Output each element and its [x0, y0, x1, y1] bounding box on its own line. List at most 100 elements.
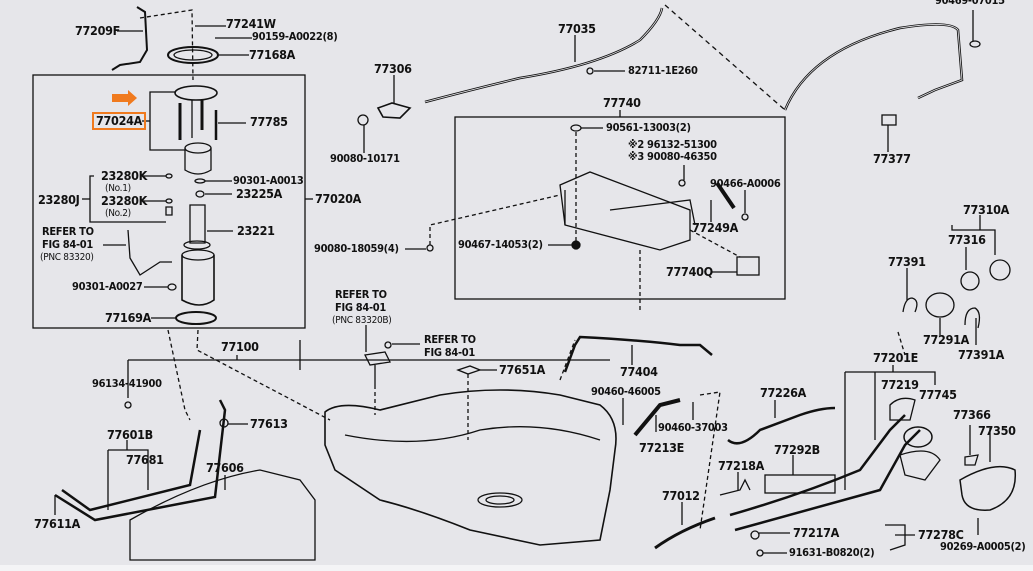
- part-77292B: [764, 474, 836, 494]
- part-96134: [124, 401, 132, 409]
- tube-upper-right-inner: [784, 24, 963, 111]
- part-label-82711-1E260[interactable]: 82711-1E260: [628, 64, 698, 77]
- part-label-77310A[interactable]: 77310A: [963, 202, 1010, 217]
- part-label-77377[interactable]: 77377: [873, 151, 911, 166]
- part-label-77306[interactable]: 77306: [374, 61, 412, 76]
- part-label-77291A[interactable]: 77291A: [923, 332, 970, 347]
- part-label-90561-13003[interactable]: 90561-13003(2): [606, 121, 691, 134]
- filter-body: [184, 148, 212, 175]
- part-77168A-inner: [173, 49, 213, 61]
- part-label-90301-A0013[interactable]: 90301-A0013: [233, 174, 304, 187]
- part-77350-door: [959, 465, 1017, 511]
- part-label-77020A[interactable]: 77020A: [315, 191, 362, 206]
- part-label-77785[interactable]: 77785: [250, 114, 288, 129]
- part-label-77681[interactable]: 77681: [126, 452, 164, 467]
- part-label-90080-10171[interactable]: 90080-10171: [330, 152, 400, 165]
- part-label-77740Q[interactable]: 77740Q: [666, 264, 713, 279]
- part-label-23280K-no2[interactable]: 23280K: [101, 193, 148, 208]
- part-label-90460-37003[interactable]: 90460-37003: [658, 421, 728, 434]
- part-label-90466-A0006[interactable]: 90466-A0006: [710, 177, 781, 190]
- part-label-91631-B0820[interactable]: 91631-B0820(2): [789, 546, 875, 559]
- part-23280J-valve: [165, 206, 173, 216]
- part-label-77613[interactable]: 77613: [250, 416, 288, 431]
- part-label-77201E[interactable]: 77201E: [873, 350, 919, 365]
- part-label-90469-cut[interactable]: 90469-07015: [935, 0, 1005, 7]
- refer-fig-label-2[interactable]: FIG 84-01: [335, 301, 386, 314]
- part-label-90080-46350[interactable]: ※3 90080-46350: [628, 150, 717, 163]
- part-label-23280K-no1[interactable]: 23280K: [101, 168, 148, 183]
- part-77226A: [727, 406, 836, 445]
- dashed-leader: [699, 391, 721, 531]
- part-label-77012[interactable]: 77012: [662, 488, 700, 503]
- part-label-77611A[interactable]: 77611A: [34, 516, 81, 531]
- dashed-leader: [196, 329, 331, 421]
- refer-fig-label-1[interactable]: FIG 84-01: [42, 238, 93, 251]
- part-23280K-2: [165, 198, 173, 204]
- part-label-77241W[interactable]: 77241W: [226, 16, 276, 31]
- part-label-90460-46005[interactable]: 90460-46005: [591, 385, 661, 398]
- bracket-77100: [128, 355, 610, 361]
- part-label-77606[interactable]: 77606: [206, 460, 244, 475]
- part-90080-46350: [678, 179, 686, 187]
- part-label-77035[interactable]: 77035: [558, 21, 596, 36]
- part-77310A-cap: [989, 259, 1011, 281]
- refer-fig-label-3[interactable]: FIG 84-01: [424, 346, 475, 359]
- part-label-96132-51300[interactable]: ※2 96132-51300: [628, 138, 717, 151]
- refer-to-label-3[interactable]: REFER TO: [424, 333, 476, 346]
- part-label-77226A[interactable]: 77226A: [760, 385, 807, 400]
- refer-pnc-label-2: (PNC 83320B): [332, 315, 392, 326]
- part-label-77316[interactable]: 77316: [948, 232, 986, 247]
- part-label-77745[interactable]: 77745: [919, 387, 957, 402]
- bottom-strip: [0, 565, 1033, 571]
- part-77606-shield: [129, 469, 316, 561]
- part-label-77651A[interactable]: 77651A: [499, 362, 546, 377]
- bracket-77310A: [951, 225, 996, 255]
- part-label-77169A[interactable]: 77169A: [105, 310, 152, 325]
- part-label-77292B[interactable]: 77292B: [774, 442, 820, 457]
- tube-upper-right: [783, 23, 964, 111]
- part-label-77366[interactable]: 77366: [953, 407, 991, 422]
- part-77168A: [167, 46, 219, 64]
- part-77218A: [719, 478, 751, 496]
- part-label-90080-18059[interactable]: 90080-18059(4): [314, 242, 399, 255]
- part-refer-84-01: [384, 341, 392, 349]
- part-label-77391[interactable]: 77391: [888, 254, 926, 269]
- part-label-90159-A0022[interactable]: 90159-A0022(8): [252, 30, 338, 43]
- part-label-23221[interactable]: 23221: [237, 223, 275, 238]
- dashed-leader: [139, 9, 194, 81]
- part-label-23280J[interactable]: 23280J: [38, 192, 80, 207]
- part-label-23225A[interactable]: 23225A: [236, 186, 283, 201]
- part-77740-canister: [559, 171, 691, 251]
- part-label-77404[interactable]: 77404: [620, 364, 658, 379]
- part-label-77249A[interactable]: 77249A: [692, 220, 739, 235]
- part-label-77168A[interactable]: 77168A: [249, 47, 296, 62]
- part-label-77100[interactable]: 77100: [221, 339, 259, 354]
- part-label-77213E[interactable]: 77213E: [639, 440, 685, 455]
- part-label-77209F[interactable]: 77209F: [75, 23, 121, 38]
- part-label-90301-A0027[interactable]: 90301-A0027: [72, 280, 143, 293]
- part-label-77278C[interactable]: 77278C: [918, 527, 964, 542]
- part-label-90467-14053[interactable]: 90467-14053(2): [458, 238, 543, 251]
- part-label-77219[interactable]: 77219: [881, 377, 919, 392]
- refer-to-label-1[interactable]: REFER TO: [42, 225, 94, 238]
- highlight-arrow-icon: [112, 90, 137, 106]
- part-90561: [570, 124, 582, 132]
- part-23280K-1: [165, 173, 173, 179]
- part-label-90269-A0005[interactable]: 90269-A0005(2): [940, 540, 1026, 553]
- part-label-77601B[interactable]: 77601B: [107, 427, 153, 442]
- part-label-96134-41900[interactable]: 96134-41900: [92, 377, 162, 390]
- sender-arm: [127, 229, 172, 276]
- part-77651A: [456, 365, 482, 375]
- part-label-77350[interactable]: 77350: [978, 423, 1016, 438]
- dashed-leader: [689, 229, 741, 258]
- part-label-77740[interactable]: 77740: [603, 95, 641, 110]
- part-label-no1: (No.1): [105, 183, 131, 194]
- part-label-77217A[interactable]: 77217A: [793, 525, 840, 540]
- dashed-leader: [429, 194, 561, 245]
- refer-to-label-2[interactable]: REFER TO: [335, 288, 387, 301]
- part-label-77024A-highlighted[interactable]: 77024A: [92, 112, 147, 130]
- part-label-77218A[interactable]: 77218A: [718, 458, 765, 473]
- part-label-77391A[interactable]: 77391A: [958, 347, 1005, 362]
- tank-pump-opening-inner: [485, 495, 515, 505]
- part-90467: [571, 240, 581, 250]
